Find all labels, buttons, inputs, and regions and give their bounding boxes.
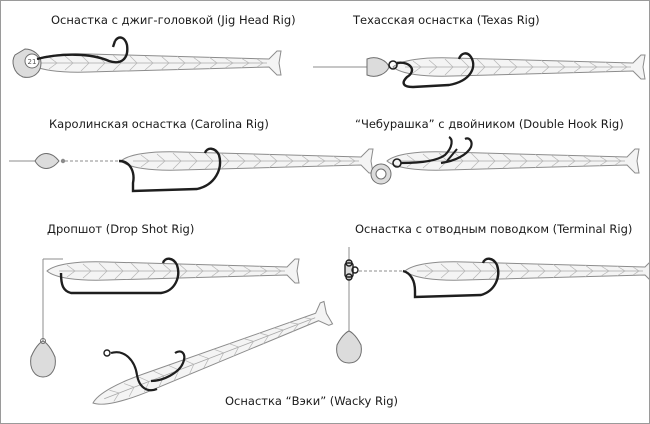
jig-head-rig-figure: 21 <box>12 36 282 78</box>
carolina-rig-label: Каролинская оснастка (Carolina Rig) <box>49 117 269 131</box>
carolina-rig-figure <box>9 147 374 193</box>
wacky-rig-label: Оснастка “Вэки” (Wacky Rig) <box>225 394 398 408</box>
texas-rig-figure <box>313 52 646 89</box>
terminal-rig-label: Оснастка с отводным поводком (Terminal R… <box>355 222 633 236</box>
wacky-rig-figure <box>88 300 334 415</box>
drop-shot-rig-label: Дропшот (Drop Shot Rig) <box>47 222 195 236</box>
jig-head-rig-label: Оснастка с джиг-головкой (Jig Head Rig) <box>51 13 296 27</box>
jig-weight-mark: 21 <box>28 58 37 66</box>
double-hook-rig-figure <box>370 136 640 185</box>
terminal-rig-figure <box>336 247 649 364</box>
texas-rig-label: Техасская оснастка (Texas Rig) <box>353 13 540 27</box>
double-hook-rig-label: “Чебурашка” с двойником (Double Hook Rig… <box>355 117 624 131</box>
drop-shot-rig-figure <box>30 257 300 378</box>
